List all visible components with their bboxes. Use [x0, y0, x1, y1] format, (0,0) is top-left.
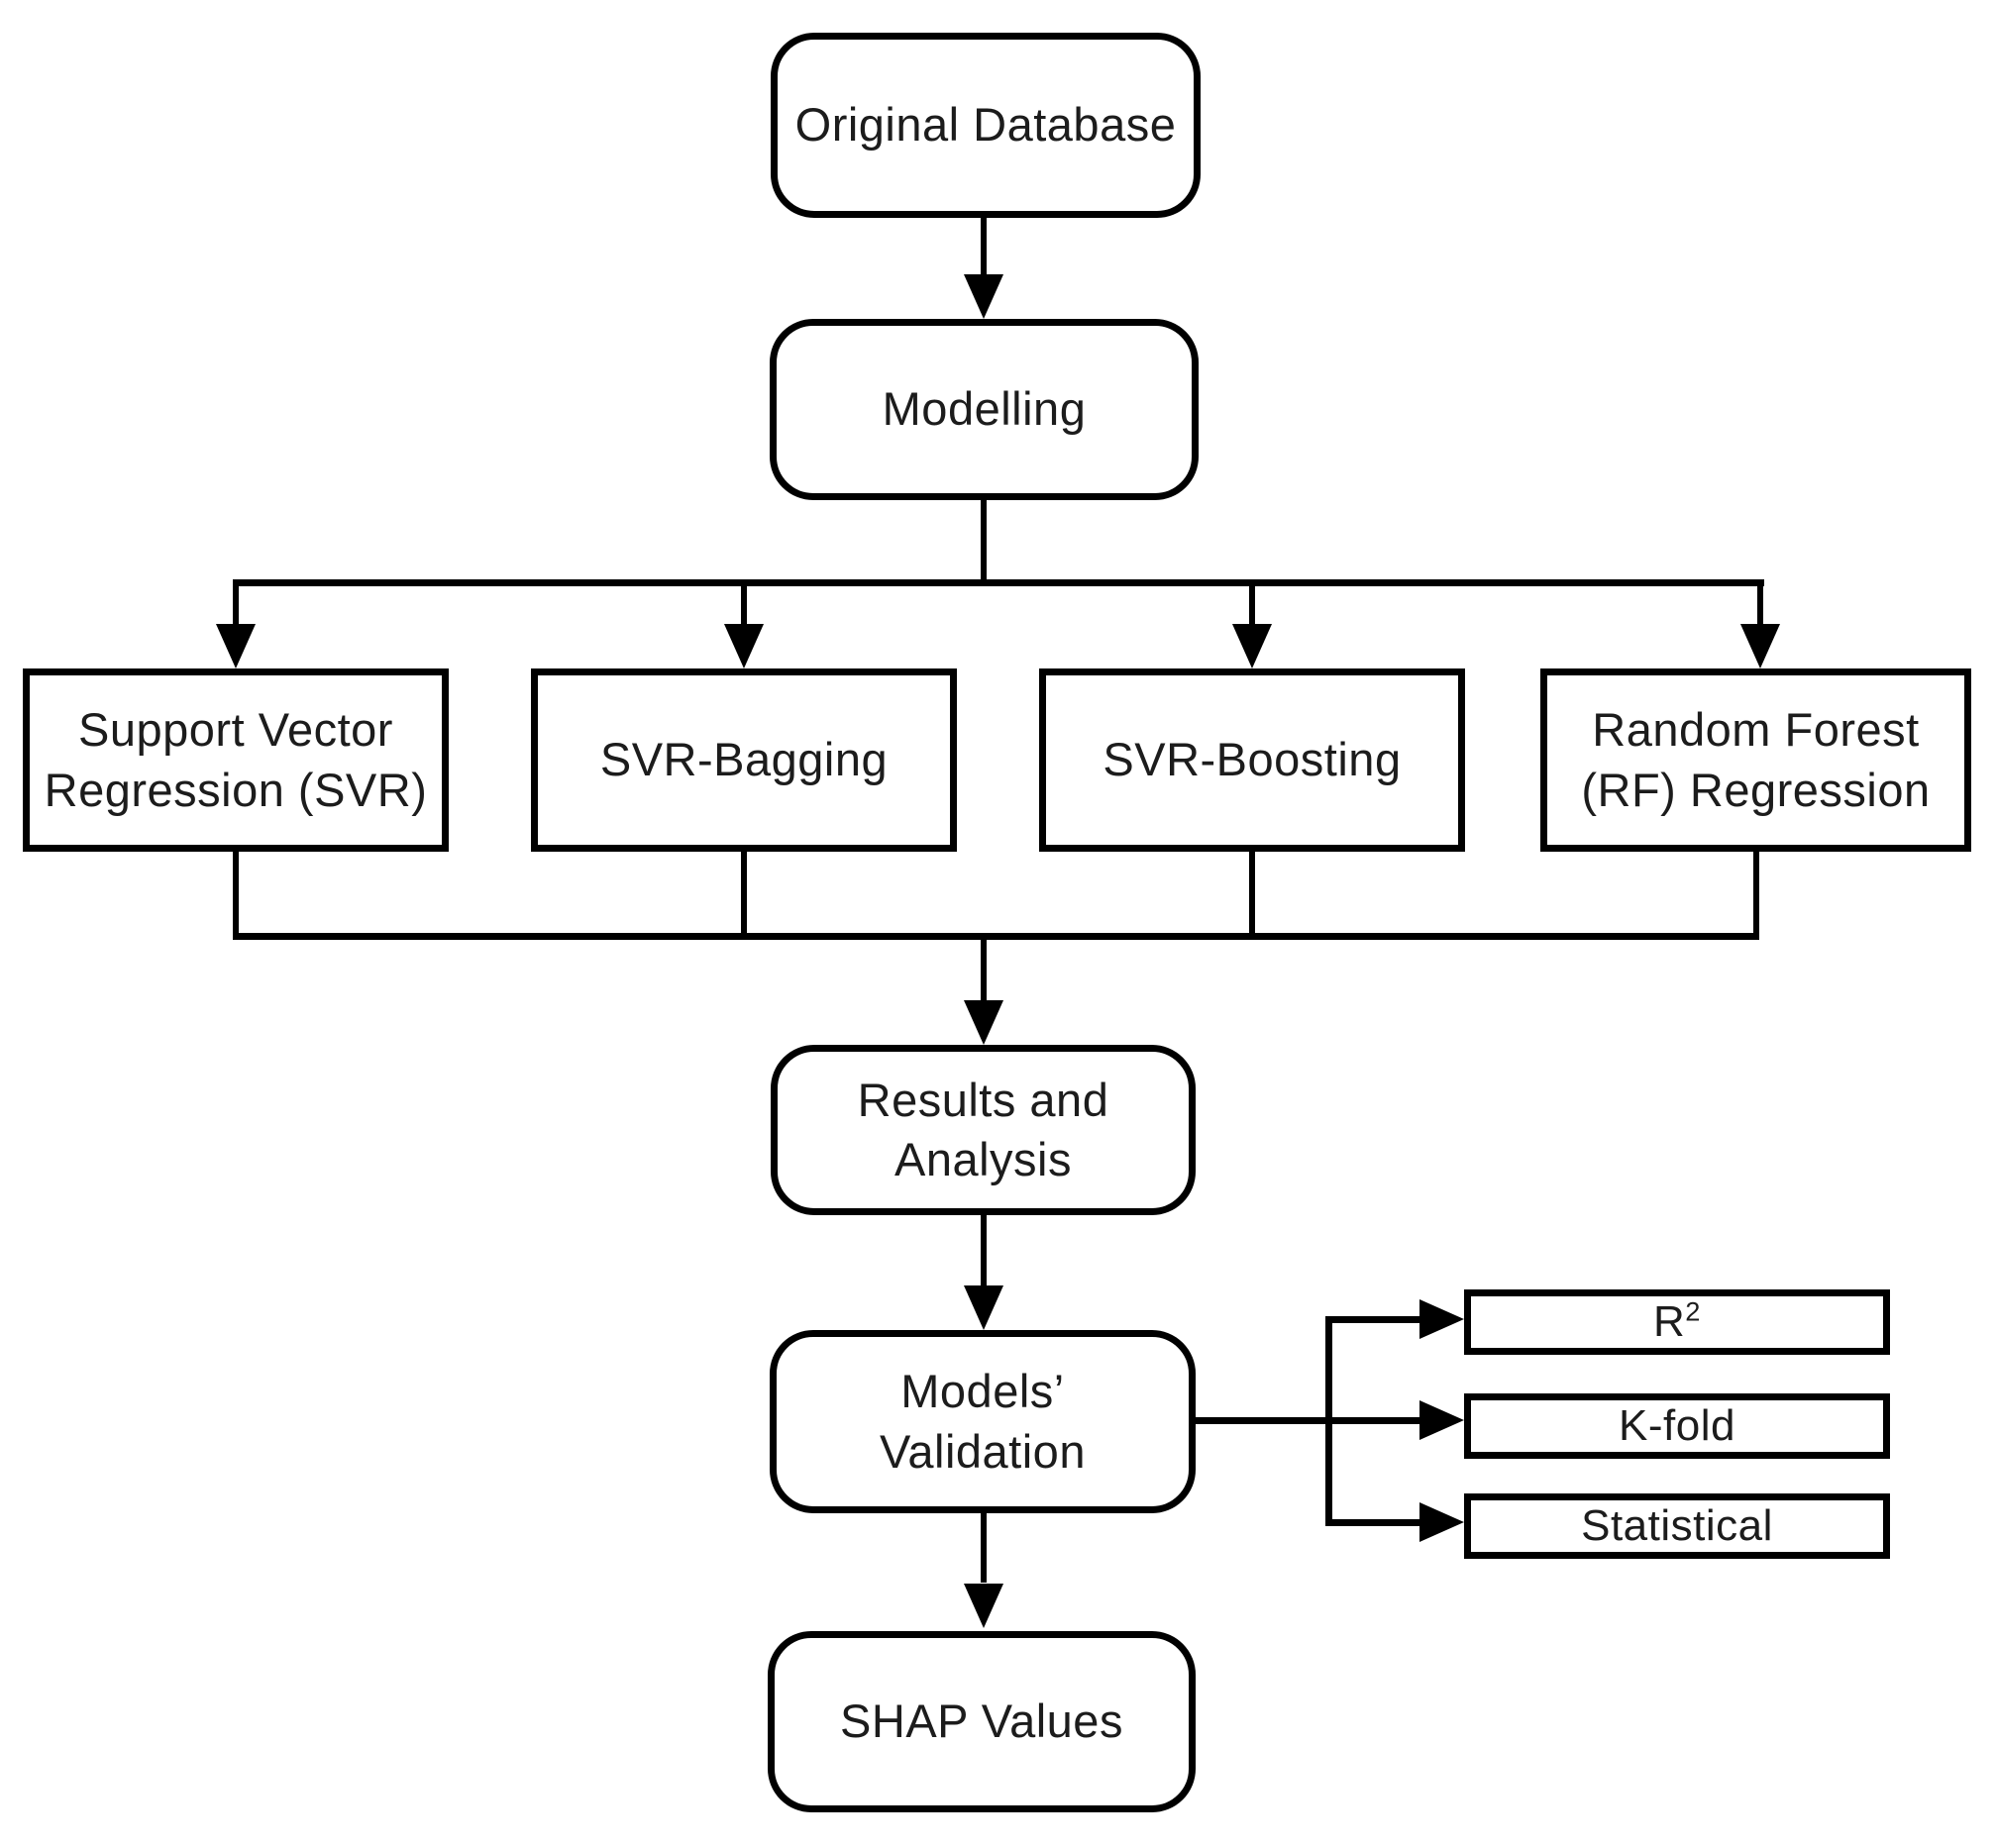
connector-validation-to-shap — [981, 1511, 987, 1583]
node-svr-label-line2: Regression (SVR) — [44, 763, 428, 816]
node-rf-regression-label-line2: (RF) Regression — [1581, 763, 1931, 816]
node-rf-regression-label-line1: Random Forest — [1592, 703, 1920, 757]
connector-rf-to-collector — [1753, 850, 1759, 940]
connector-svr-boosting-to-collector — [1249, 850, 1255, 940]
arrowhead-into-svr-bagging — [724, 624, 764, 668]
arrowhead-into-modelling — [964, 274, 1003, 319]
arrowhead-into-k-fold — [1419, 1400, 1464, 1440]
node-statistical: Statistical — [1464, 1493, 1890, 1559]
node-svr-bagging-label: SVR-Bagging — [599, 733, 889, 786]
connector-modelling-to-distribution — [981, 498, 987, 585]
connector-svr-to-collector — [233, 850, 239, 940]
node-svr-bagging: SVR-Bagging — [531, 668, 957, 852]
connector-branch-to-statistical — [1327, 1519, 1421, 1526]
node-models-validation: Models’ Validation — [770, 1330, 1196, 1513]
node-original-database: Original Database — [771, 33, 1201, 218]
node-results-analysis: Results and Analysis — [771, 1045, 1196, 1215]
distribution-line — [233, 579, 1764, 586]
connector-distribution-to-svr-boosting — [1249, 586, 1255, 626]
node-shap-values-label: SHAP Values — [840, 1694, 1123, 1748]
node-rf-regression: Random Forest (RF) Regression — [1540, 668, 1971, 852]
node-results-analysis-label-line2: Analysis — [893, 1133, 1072, 1185]
node-modelling-label: Modelling — [882, 382, 1087, 436]
arrowhead-into-svr — [216, 624, 256, 668]
connector-branch-to-r-squared — [1327, 1316, 1421, 1323]
node-svr: Support Vector Regression (SVR) — [23, 668, 449, 852]
node-statistical-label: Statistical — [1581, 1500, 1773, 1550]
connector-branch-to-k-fold — [1332, 1417, 1421, 1424]
node-k-fold: K-fold — [1464, 1393, 1890, 1459]
node-results-analysis-label-line1: Results and — [857, 1073, 1109, 1126]
arrowhead-into-rf — [1740, 624, 1780, 668]
node-original-database-label: Original Database — [794, 98, 1177, 152]
node-svr-boosting-label: SVR-Boosting — [1103, 733, 1402, 786]
branch-line — [1325, 1316, 1332, 1526]
node-shap-values: SHAP Values — [768, 1631, 1196, 1812]
node-models-validation-label-line1: Models’ — [900, 1365, 1065, 1418]
connector-collector-to-results — [981, 940, 987, 1001]
node-r-squared-label: R2 — [1653, 1295, 1701, 1346]
arrowhead-into-results — [964, 1000, 1003, 1045]
node-k-fold-label: K-fold — [1619, 1400, 1735, 1450]
connector-svr-bagging-to-collector — [741, 850, 747, 940]
node-r-squared: R2 — [1464, 1289, 1890, 1355]
connector-distribution-to-rf — [1757, 586, 1763, 626]
arrowhead-into-statistical — [1419, 1502, 1464, 1542]
r-squared-exponent: 2 — [1685, 1295, 1701, 1327]
connector-results-to-validation — [981, 1213, 987, 1287]
node-modelling: Modelling — [770, 319, 1199, 500]
connector-distribution-to-svr-bagging — [741, 586, 747, 626]
node-models-validation-label-line2: Validation — [880, 1424, 1086, 1478]
connector-distribution-to-svr — [233, 586, 239, 626]
arrowhead-into-svr-boosting — [1232, 624, 1272, 668]
node-svr-label-line1: Support Vector — [78, 703, 393, 757]
arrowhead-into-validation — [964, 1285, 1003, 1330]
node-svr-boosting: SVR-Boosting — [1039, 668, 1465, 852]
arrowhead-into-r-squared — [1419, 1299, 1464, 1339]
collector-line — [233, 933, 1759, 940]
connector-validation-to-branch — [1194, 1417, 1332, 1424]
connector-database-to-modelling — [981, 218, 987, 277]
arrowhead-into-shap — [964, 1584, 1003, 1628]
